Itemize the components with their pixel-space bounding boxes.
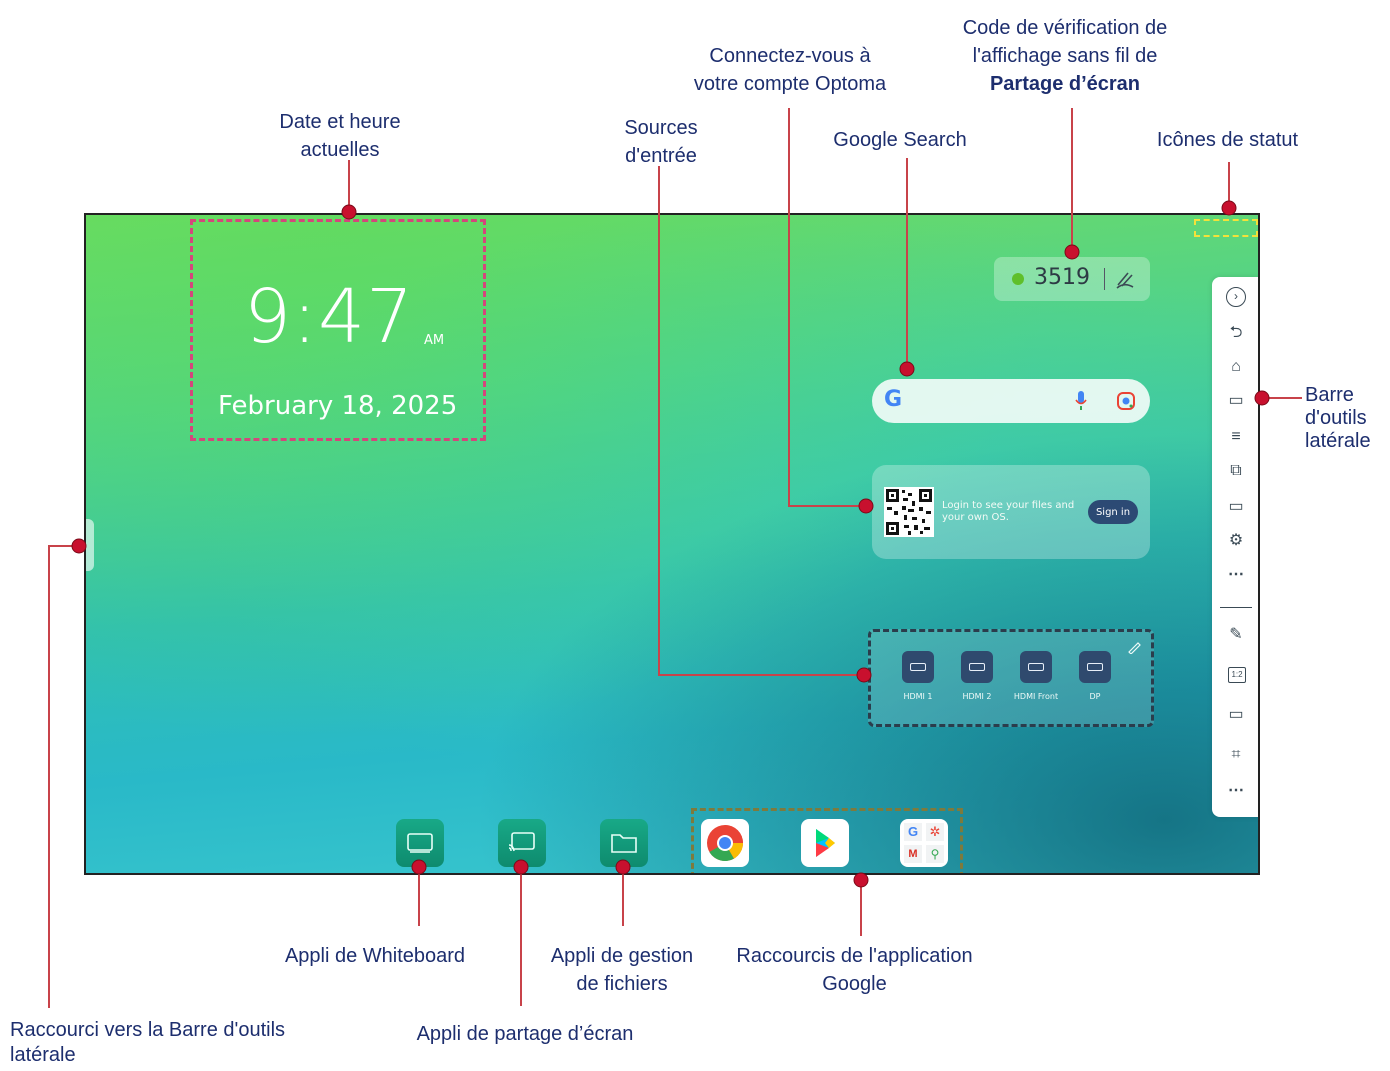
leader-account: [788, 108, 790, 506]
screen-share-app-icon[interactable]: [498, 819, 546, 867]
collapse-chevron-icon[interactable]: ›: [1226, 287, 1246, 307]
leader-status-icons: [1228, 162, 1230, 208]
google-logo-icon: G: [884, 387, 903, 412]
source-dp-label: DP: [1089, 692, 1101, 701]
dot-account: [858, 498, 874, 514]
source-hdmi1-button[interactable]: [902, 651, 934, 683]
callout-status-icons: Icônes de statut: [1156, 129, 1299, 151]
dot-screen-share: [513, 859, 529, 875]
chrome-app-icon[interactable]: [701, 819, 749, 867]
google-tile-gmail: M: [904, 845, 922, 863]
sign-in-button[interactable]: Sign in: [1088, 500, 1138, 524]
settings-icon[interactable]: ⚙: [1228, 532, 1244, 549]
crop-icon[interactable]: ⌗: [1231, 746, 1241, 763]
status-icons-area: [1194, 219, 1258, 237]
source-hdmi2-label: HDMI 2: [962, 692, 992, 701]
pen-mirror-icon: [1116, 272, 1134, 289]
callout-google-search: Google Search: [833, 129, 967, 151]
leader-sources-h: [658, 674, 864, 676]
side-toolbar: › ⮌ ⌂ ▭ ≡ ⧉ ▭ ⚙ ⋯ ✎ 1:2 ▭ ⌗ ⋯: [1212, 277, 1258, 817]
edit-pencil-icon[interactable]: [1127, 640, 1141, 654]
whiteboard-app-icon[interactable]: [396, 819, 444, 867]
dot-whiteboard: [411, 859, 427, 875]
datetime-widget: [190, 219, 486, 441]
google-shortcuts-group: [691, 808, 963, 873]
dot-sidebar: [1254, 390, 1270, 406]
ratio-icon[interactable]: 1:2: [1228, 667, 1246, 683]
qr-code-icon[interactable]: [884, 487, 934, 537]
google-tile-photos: ✲: [926, 823, 944, 841]
source-dp-button[interactable]: [1079, 651, 1111, 683]
leader-google-shortcuts: [860, 880, 862, 936]
file-manager-app-icon[interactable]: [600, 819, 648, 867]
sidebar-shortcut-tab[interactable]: [86, 519, 94, 571]
source-hdmi-front-button[interactable]: [1020, 651, 1052, 683]
play-store-app-icon[interactable]: [801, 819, 849, 867]
more-icon[interactable]: ⋯: [1228, 782, 1244, 799]
google-lens-icon[interactable]: [1116, 391, 1136, 411]
callout-whiteboard-app: Appli de Whiteboard: [284, 945, 466, 967]
login-prompt-text: Login to see your files and your own OS.: [942, 500, 1075, 523]
status-dot: [1012, 273, 1024, 285]
camera-icon[interactable]: ▭: [1228, 706, 1244, 723]
apps-icon[interactable]: ⋯: [1228, 566, 1244, 583]
dot-status-icons: [1221, 200, 1237, 216]
whiteboard-icon[interactable]: ▭: [1228, 498, 1244, 515]
google-apps-folder-icon[interactable]: G ✲ M ⚲: [900, 819, 948, 867]
dot-sidebar-shortcut: [71, 538, 87, 554]
leader-sources: [658, 166, 660, 676]
google-search-bar[interactable]: G: [872, 379, 1150, 423]
optoma-login-card: Login to see your files and your own OS.…: [872, 465, 1150, 559]
leader-sidebar-shortcut: [48, 546, 50, 1008]
dot-file-manager: [615, 859, 631, 875]
toolbar-divider: [1220, 607, 1252, 608]
menu-icon[interactable]: ≡: [1231, 428, 1241, 445]
mic-icon[interactable]: [1074, 390, 1088, 412]
leader-whiteboard: [418, 868, 420, 926]
clock-time: 9:47: [244, 274, 415, 360]
leader-account-h: [788, 505, 866, 507]
back-icon[interactable]: ⮌: [1229, 324, 1243, 341]
pen-icon[interactable]: ✎: [1229, 626, 1243, 643]
google-tile-maps: ⚲: [926, 845, 944, 863]
dot-sources: [856, 667, 872, 683]
clock-ampm: AM: [424, 333, 445, 348]
google-tile-g: G: [904, 823, 922, 841]
home-screen: 9:47 AM February 18, 2025 3519 G: [84, 213, 1260, 875]
cast-icon[interactable]: ⧉: [1230, 462, 1242, 479]
home-icon[interactable]: ⌂: [1231, 358, 1241, 375]
dot-verification: [1064, 244, 1080, 260]
leader-sidebar-shortcut-h: [48, 545, 78, 547]
dot-google-shortcuts: [853, 872, 869, 888]
wireless-code-pill[interactable]: 3519: [994, 257, 1150, 301]
source-hdmi1-label: HDMI 1: [903, 692, 933, 701]
wireless-code: 3519: [1034, 265, 1090, 290]
leader-file-manager: [622, 868, 624, 926]
clock-date: February 18, 2025: [218, 391, 458, 421]
code-divider: [1104, 268, 1105, 290]
source-hdmi2-button[interactable]: [961, 651, 993, 683]
leader-sidebar: [1262, 397, 1302, 399]
leader-google-search: [906, 158, 908, 370]
dot-google-search: [899, 361, 915, 377]
leader-datetime: [348, 160, 350, 212]
windows-icon[interactable]: ▭: [1228, 392, 1244, 409]
source-hdmi-front-label: HDMI Front: [1013, 692, 1059, 701]
leader-screen-share: [520, 868, 522, 1006]
dot-datetime: [341, 204, 357, 220]
input-sources-widget: HDMI 1 HDMI 2 HDMI Front DP: [868, 629, 1154, 727]
leader-verification: [1071, 108, 1073, 252]
callout-screen-share-app: Appli de partage d’écran: [416, 1023, 634, 1045]
